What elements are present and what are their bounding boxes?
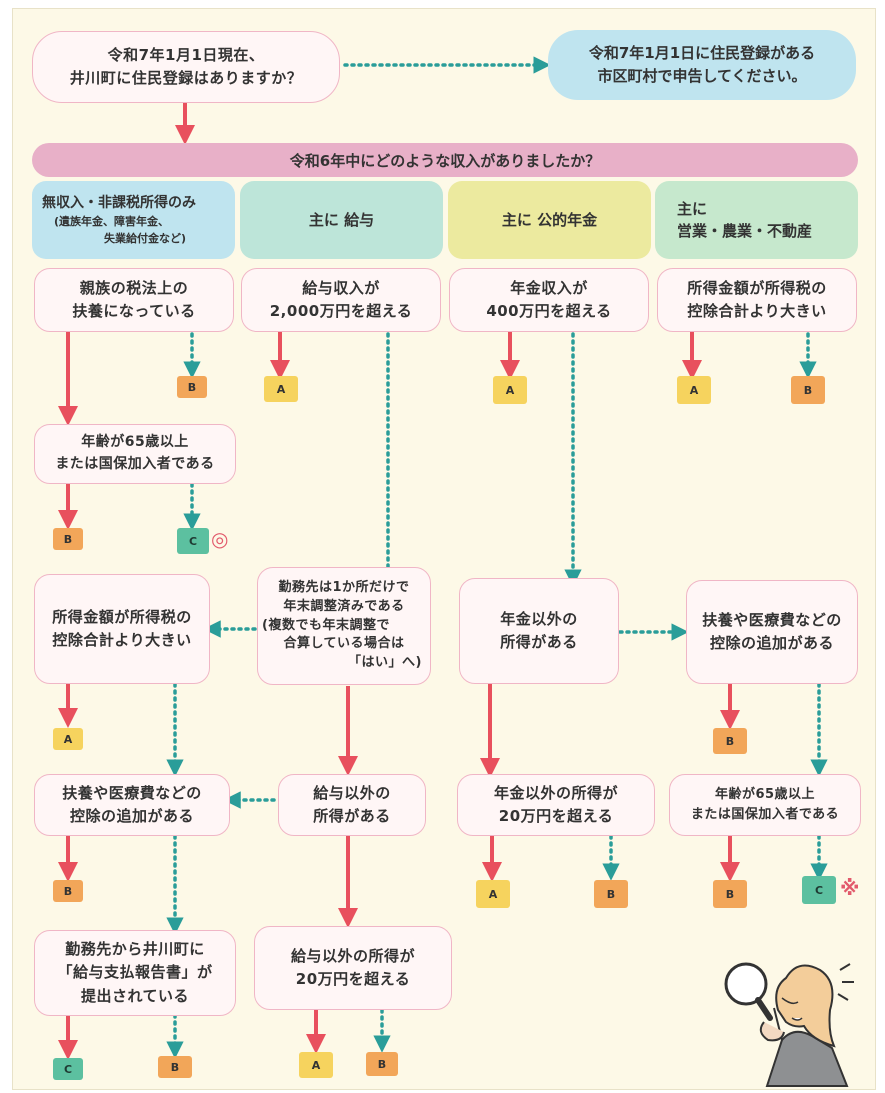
node-line: 勤務先から井川町に: [65, 940, 205, 959]
pension-over-box: 年金収入が 400万円を超える: [449, 268, 649, 332]
node-line: 「給与支払報告書」が: [57, 963, 213, 982]
node-line: 扶養になっている: [72, 302, 196, 320]
salary-over-box: 給与収入が 2,000万円を超える: [241, 268, 441, 332]
result-badge-c: C: [177, 528, 209, 554]
node-line: 合算している場合は: [283, 636, 405, 652]
node-line: 控除の追加がある: [69, 807, 194, 825]
age65-left-box: 年齢が65歳以上 または国保加入者である: [34, 424, 236, 484]
node-line: 2,000万円を超える: [269, 302, 413, 320]
elsewhere-line: 令和7年1月1日に住民登録がある: [588, 43, 816, 62]
result-badge-b: B: [594, 880, 628, 908]
column-pension: 主に 公的年金: [448, 181, 651, 259]
report-submitted-box: 勤務先から井川町に 「給与支払報告書」が 提出されている: [34, 930, 236, 1016]
person-magnifier-illustration: [724, 962, 854, 1087]
node-line: 給与以外の所得が: [290, 946, 415, 965]
deduction-add-left-box: 扶養や医療費などの 控除の追加がある: [34, 774, 230, 836]
result-badge-c: C: [802, 876, 836, 904]
node-line: 扶養や医療費などの: [702, 610, 842, 629]
node-line: または国保加入者である: [55, 456, 215, 472]
column-none-note: 失業給付金など): [104, 231, 187, 245]
node-line: 20万円を超える: [498, 807, 614, 825]
node-line: 控除の追加がある: [709, 634, 834, 652]
node-line: または国保加入者である: [690, 807, 840, 822]
node-line: 「はい」へ): [348, 655, 422, 671]
income-question-text: 令和6年中にどのような収入がありましたか？: [289, 151, 601, 170]
result-badge-a: A: [299, 1052, 333, 1078]
node-line: 年金以外の: [500, 609, 578, 628]
node-line: 所得がある: [500, 633, 578, 651]
result-badge-b: B: [791, 376, 825, 404]
result-badge-b: B: [713, 880, 747, 908]
year-end-box: 勤務先は1か所だけで 年末調整済みである (複数でも年末調整で 合算している場合…: [257, 567, 431, 685]
node-line: 20万円を超える: [295, 970, 411, 988]
result-badge-a: A: [264, 376, 298, 402]
node-line: 提出されている: [80, 986, 190, 1005]
column-business-line: 主に: [677, 199, 708, 218]
other-than-pension-box: 年金以外の 所得がある: [459, 578, 619, 684]
node-line: 年金以外の所得が: [493, 783, 618, 802]
deduction-add-right-box: 扶養や医療費などの 控除の追加がある: [686, 580, 858, 684]
elsewhere-line: 市区町村で申告してください。: [597, 67, 807, 85]
column-pension-title: 主に 公的年金: [501, 210, 598, 229]
result-badge-c: C: [53, 1058, 83, 1080]
column-none-note: (遺族年金、障害年金、: [54, 215, 170, 228]
dependent-box: 親族の税法上の 扶養になっている: [34, 268, 234, 332]
result-badge-b: B: [53, 528, 83, 550]
node-line: 400万円を超える: [486, 302, 612, 320]
result-badge-a: A: [476, 880, 510, 908]
node-line: 年金収入が: [510, 278, 588, 297]
node-line: 所得金額が所得税の: [687, 278, 827, 297]
other-than-salary-box: 給与以外の 所得がある: [278, 774, 426, 836]
column-business: 主に 営業・農業・不動産: [655, 181, 858, 259]
age65-right-box: 年齢が65歳以上 または国保加入者である: [669, 774, 861, 836]
income-gt-deduction-right-box: 所得金額が所得税の 控除合計より大きい: [657, 268, 857, 332]
other-than-pension-over-box: 年金以外の所得が 20万円を超える: [457, 774, 655, 836]
start-question-box: 令和7年1月1日現在、 井川町に住民登録はありますか？: [32, 31, 340, 103]
column-salary-title: 主に 給与: [308, 210, 375, 229]
node-line: 年末調整済みである: [283, 598, 405, 614]
start-question-line: 令和7年1月1日現在、: [107, 45, 265, 64]
column-salary: 主に 給与: [240, 181, 443, 259]
node-line: 勤務先は1か所だけで: [278, 579, 410, 595]
result-badge-b: B: [713, 728, 747, 754]
node-line: (複数でも年末調整で: [262, 617, 390, 633]
start-question-line: 井川町に住民登録はありますか？: [69, 69, 303, 87]
result-badge-b: B: [53, 880, 83, 902]
node-line: 扶養や医療費などの: [62, 783, 202, 802]
node-line: 控除合計より大きい: [687, 302, 827, 320]
node-line: 控除合計より大きい: [52, 631, 192, 649]
result-badge-a: A: [53, 728, 83, 750]
result-badge-a: A: [493, 376, 527, 404]
result-badge-b: B: [177, 376, 207, 398]
double-circle-mark: ◎: [211, 527, 229, 551]
node-line: 親族の税法上の: [79, 278, 189, 297]
income-gt-deduction-left-box: 所得金額が所得税の 控除合計より大きい: [34, 574, 210, 684]
column-none: 無収入・非課税所得のみ (遺族年金、障害年金、 失業給付金など): [32, 181, 235, 259]
node-line: 年齢が65歳以上: [81, 434, 189, 451]
node-line: 所得金額が所得税の: [52, 607, 192, 626]
node-line: 給与以外の: [313, 783, 391, 802]
result-badge-a: A: [677, 376, 711, 404]
other-than-salary-over-box: 給与以外の所得が 20万円を超える: [254, 926, 452, 1010]
node-line: 年齢が65歳以上: [714, 786, 816, 802]
node-line: 所得がある: [313, 807, 391, 825]
result-badge-b: B: [158, 1056, 192, 1078]
node-line: 給与収入が: [302, 278, 380, 297]
column-none-title: 無収入・非課税所得のみ: [42, 195, 196, 211]
kome-mark: ※: [840, 876, 860, 900]
result-badge-b: B: [366, 1052, 398, 1076]
elsewhere-box: 令和7年1月1日に住民登録がある 市区町村で申告してください。: [548, 30, 856, 100]
income-question-banner: 令和6年中にどのような収入がありましたか？: [32, 143, 858, 177]
column-business-line: 営業・農業・不動産: [677, 222, 813, 240]
